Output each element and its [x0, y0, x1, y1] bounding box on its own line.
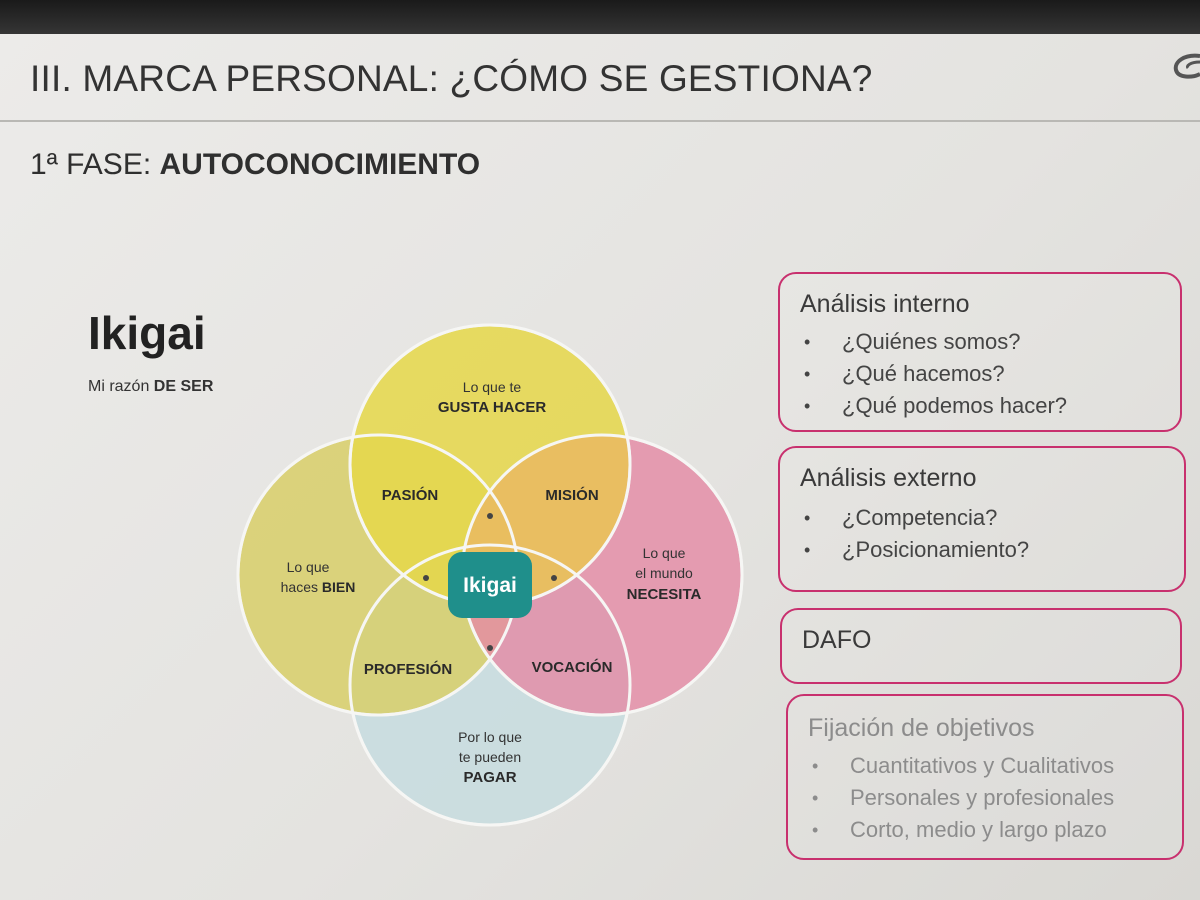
left-circle-line1: Lo que — [287, 559, 330, 575]
panel-title: DAFO — [802, 626, 872, 654]
dot-bottom — [487, 645, 493, 651]
list-item: •Corto, medio y largo plazo — [812, 817, 1107, 842]
panel-title: Fijación de objetivos — [808, 714, 1035, 742]
bottom-circle-bold: PAGAR — [463, 769, 516, 786]
panel-internal-analysis: Análisis interno •¿Quiénes somos? •¿Qué … — [778, 272, 1182, 432]
phase-subtitle: 1ª FASE: AUTOCONOCIMIENTO — [30, 148, 481, 181]
panel-objectives: Fijación de objetivos •Cuantitativos y C… — [786, 694, 1184, 860]
list-item: •Personales y profesionales — [812, 785, 1115, 810]
dot-left — [423, 575, 429, 581]
monitor-bezel — [0, 0, 1200, 40]
ikigai-tagline: Mi razón DE SER — [88, 378, 214, 395]
top-circle-bold: GUSTA HACER — [438, 399, 547, 416]
top-circle-line1: Lo que te — [463, 379, 522, 395]
brand-logo-icon — [1173, 53, 1200, 79]
list-item: •¿Qué hacemos? — [804, 361, 1005, 386]
overlap-vocation: VOCACIÓN — [532, 658, 613, 676]
panel-dafo: DAFO — [780, 608, 1182, 684]
right-circle-bold: NECESITA — [627, 586, 702, 603]
title-divider — [0, 120, 1200, 122]
dot-top — [487, 513, 493, 519]
overlap-passion: PASIÓN — [382, 486, 438, 504]
ikigai-center-badge — [448, 552, 532, 618]
right-circle-line1: Lo que — [643, 545, 686, 561]
panel-title: Análisis interno — [800, 290, 970, 318]
list-item: •Cuantitativos y Cualitativos — [812, 753, 1115, 778]
panel-title: Análisis externo — [800, 464, 977, 492]
left-circle-line2: haces BIEN — [281, 579, 356, 595]
overlap-profession: PROFESIÓN — [364, 660, 452, 678]
overlap-mission: MISIÓN — [545, 486, 598, 504]
ikigai-venn-diagram: Ikigai Lo que te GUSTA HACER Lo que hace… — [236, 323, 744, 827]
slide-title: III. MARCA PERSONAL: ¿CÓMO SE GESTIONA? — [30, 58, 873, 99]
panel-external-analysis: Análisis externo •¿Competencia? •¿Posici… — [778, 446, 1186, 592]
bottom-circle-line2: te pueden — [459, 749, 521, 765]
ikigai-center-label: Ikigai — [463, 574, 517, 597]
dot-right — [551, 575, 557, 581]
list-item: •¿Qué podemos hacer? — [804, 393, 1068, 418]
list-item: •¿Competencia? — [804, 505, 998, 530]
list-item: •¿Posicionamiento? — [804, 537, 1030, 562]
list-item: •¿Quiénes somos? — [804, 329, 1021, 354]
bottom-circle-line1: Por lo que — [458, 729, 522, 745]
ikigai-heading: Ikigai — [88, 307, 206, 359]
right-circle-line2: el mundo — [635, 565, 693, 581]
